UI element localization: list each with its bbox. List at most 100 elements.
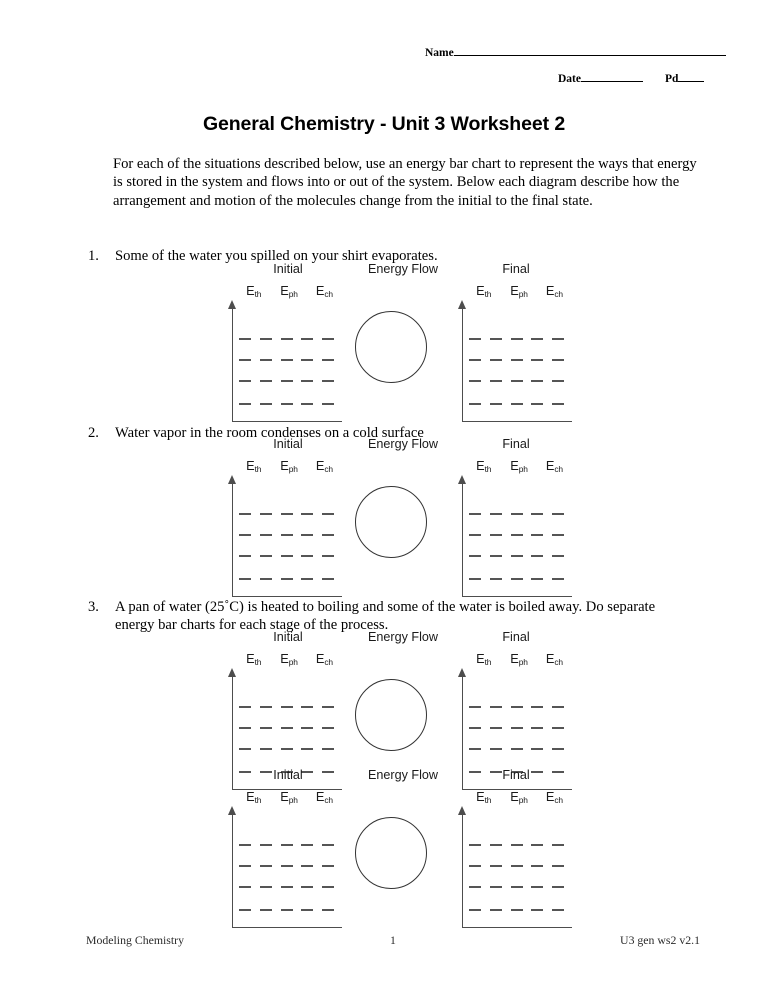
subscript-ph: ph bbox=[288, 657, 298, 668]
dash bbox=[531, 534, 544, 536]
dash bbox=[301, 771, 314, 773]
vertical-axis bbox=[462, 479, 463, 597]
initial-bar-chart-panel[interactable]: Eth Eph Ech bbox=[226, 651, 342, 790]
date-write-in-line[interactable] bbox=[581, 71, 643, 82]
dash bbox=[239, 909, 251, 911]
dash bbox=[259, 380, 272, 382]
initial-bar-chart-panel[interactable]: Eth Eph Ech bbox=[226, 459, 342, 597]
dash bbox=[552, 359, 564, 361]
dash bbox=[280, 706, 293, 708]
caption-initial: Initial bbox=[273, 262, 303, 276]
dash bbox=[259, 403, 272, 405]
dash bbox=[531, 886, 544, 888]
gridline-3 bbox=[239, 865, 334, 868]
dash bbox=[280, 771, 293, 773]
energy-axis-labels: Eth Eph Ech bbox=[236, 790, 342, 810]
final-bar-chart-panel[interactable]: Eth Eph Ech bbox=[456, 790, 572, 928]
name-label: Name bbox=[425, 46, 454, 59]
subscript-ch: ch bbox=[324, 464, 333, 475]
dash bbox=[531, 748, 544, 750]
page-title: General Chemistry - Unit 3 Worksheet 2 bbox=[202, 113, 566, 135]
energy-label-ech: Ech bbox=[315, 651, 333, 668]
question-2-text: Water vapor in the room condenses on a c… bbox=[115, 425, 424, 441]
caption-final: Final bbox=[502, 262, 530, 276]
initial-bar-chart-panel[interactable]: Eth Eph Ech bbox=[226, 790, 342, 928]
dash bbox=[239, 513, 251, 515]
dash bbox=[301, 359, 314, 361]
dash bbox=[510, 380, 523, 382]
caption-final: Final bbox=[502, 437, 530, 451]
energy-label-eth: Eth bbox=[246, 651, 262, 668]
dash bbox=[280, 578, 293, 580]
gridline-1 bbox=[469, 771, 564, 774]
dash bbox=[489, 771, 502, 773]
subscript-ph: ph bbox=[518, 289, 528, 300]
dash bbox=[322, 380, 334, 382]
dash bbox=[469, 909, 481, 911]
dash bbox=[531, 771, 544, 773]
gridline-1 bbox=[239, 403, 334, 406]
name-field-row: Name bbox=[425, 45, 726, 59]
pd-write-in-line[interactable] bbox=[678, 71, 705, 82]
horizontal-axis bbox=[462, 596, 572, 597]
dash bbox=[239, 403, 251, 405]
date-label: Date bbox=[558, 72, 581, 85]
dash bbox=[259, 886, 272, 888]
dash bbox=[301, 578, 314, 580]
dash bbox=[280, 727, 293, 729]
final-bar-chart-panel[interactable]: Eth Eph Ech bbox=[456, 652, 572, 790]
energy-flow-circle[interactable] bbox=[355, 817, 427, 889]
dash bbox=[280, 865, 293, 867]
dash bbox=[301, 380, 314, 382]
dash bbox=[301, 844, 314, 846]
dash bbox=[469, 380, 481, 382]
gridline-3 bbox=[469, 534, 564, 537]
dash bbox=[489, 359, 502, 361]
subscript-ph: ph bbox=[288, 464, 298, 475]
dash bbox=[469, 706, 481, 708]
initial-bar-chart-panel[interactable]: Eth Eph Ech bbox=[226, 284, 342, 422]
name-write-in-line[interactable] bbox=[453, 45, 726, 56]
dash bbox=[552, 865, 564, 867]
question-2: 2. Water vapor in the room condenses on … bbox=[88, 424, 698, 442]
subscript-ch: ch bbox=[554, 657, 563, 668]
subscript-ch: ch bbox=[324, 795, 333, 806]
dash bbox=[510, 771, 523, 773]
footer-page-number: 1 bbox=[390, 933, 396, 947]
dash bbox=[469, 534, 481, 536]
gridline-1 bbox=[239, 909, 334, 912]
gridline-4 bbox=[239, 338, 334, 341]
energy-label-ech: Ech bbox=[315, 789, 333, 806]
horizontal-axis bbox=[462, 421, 572, 422]
dash bbox=[301, 886, 314, 888]
energy-flow-circle[interactable] bbox=[355, 679, 427, 751]
dash bbox=[489, 909, 502, 911]
dash bbox=[322, 771, 334, 773]
dash bbox=[239, 578, 251, 580]
energy-label-eth: Eth bbox=[246, 789, 262, 806]
dash bbox=[469, 865, 481, 867]
dash bbox=[531, 865, 544, 867]
dash bbox=[322, 706, 334, 708]
final-bar-chart-panel[interactable]: Eth Eph Ech bbox=[456, 284, 572, 422]
dash bbox=[259, 513, 272, 515]
dash bbox=[489, 555, 502, 557]
dash bbox=[510, 338, 523, 340]
dash bbox=[280, 338, 293, 340]
dash bbox=[259, 555, 272, 557]
gridline-2 bbox=[469, 748, 564, 751]
subscript-ph: ph bbox=[518, 464, 528, 475]
energy-flow-circle[interactable] bbox=[355, 311, 427, 383]
energy-label-eth: Eth bbox=[476, 458, 492, 475]
dash bbox=[510, 748, 523, 750]
caption-initial: Initial bbox=[273, 437, 303, 451]
dash bbox=[301, 865, 314, 867]
subscript-th: th bbox=[254, 464, 262, 475]
energy-axis-labels: Eth Eph Ech bbox=[466, 284, 572, 304]
final-bar-chart-panel[interactable]: Eth Eph Ech bbox=[456, 458, 572, 597]
dash bbox=[301, 403, 314, 405]
energy-flow-circle[interactable] bbox=[355, 486, 427, 558]
dash bbox=[510, 865, 523, 867]
dash bbox=[469, 338, 481, 340]
horizontal-axis bbox=[462, 789, 572, 790]
